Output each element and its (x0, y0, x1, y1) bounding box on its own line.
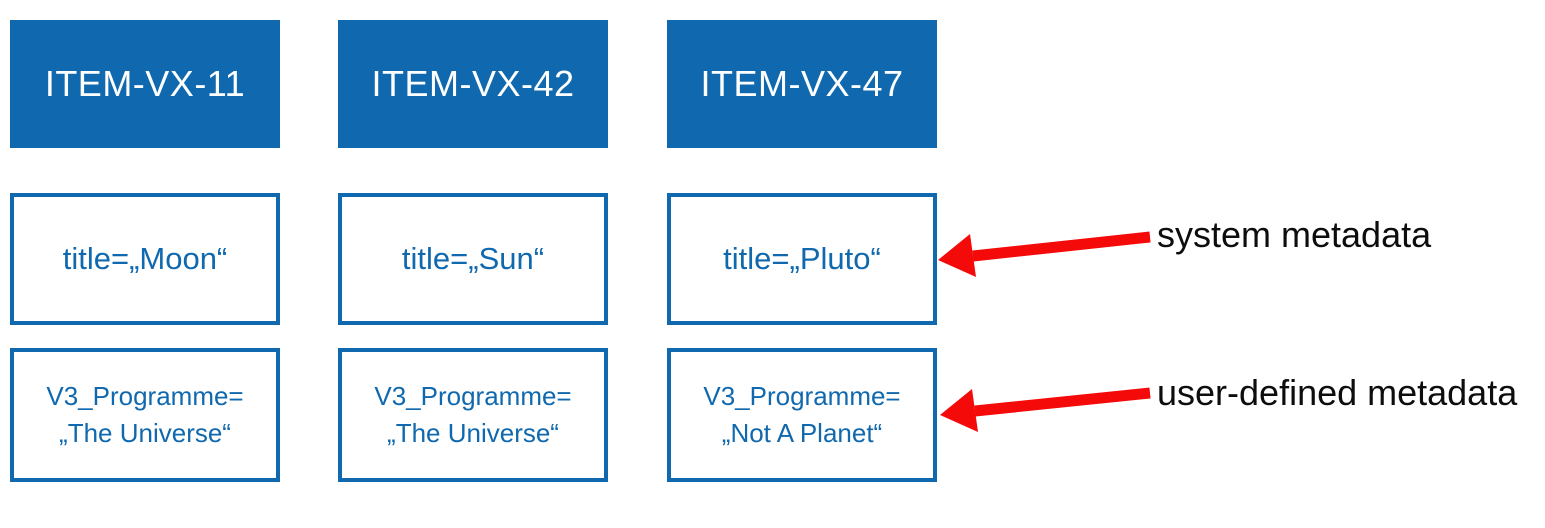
user-metadata-value: „Not A Planet“ (721, 418, 883, 448)
user-metadata-key: V3_Programme= (703, 381, 901, 411)
system-metadata-box: title=„Moon“ (10, 193, 280, 325)
arrow-user-defined-metadata (940, 387, 1151, 432)
item-id-label: ITEM-VX-47 (700, 63, 904, 104)
system-metadata-value: title=„Moon“ (62, 241, 228, 276)
arrow-system-metadata (938, 231, 1151, 277)
item-id-label: ITEM-VX-11 (44, 63, 246, 104)
item-header-box: ITEM-VX-42 (338, 20, 608, 148)
user-metadata-key: V3_Programme= (46, 381, 244, 411)
system-metadata-box: title=„Pluto“ (667, 193, 937, 325)
user-metadata-box: V3_Programme= „The Universe“ (338, 348, 608, 482)
user-metadata-box: V3_Programme= „The Universe“ (10, 348, 280, 482)
system-metadata-value: title=„Pluto“ (723, 241, 881, 276)
user-metadata-key: V3_Programme= (374, 381, 572, 411)
user-metadata-value: „The Universe“ (387, 418, 559, 448)
item-id-label: ITEM-VX-42 (371, 63, 575, 104)
user-metadata-value: „The Universe“ (59, 418, 231, 448)
system-metadata-box: title=„Sun“ (338, 193, 608, 325)
system-metadata-label: system metadata (1157, 214, 1432, 255)
item-header-box: ITEM-VX-11 (10, 20, 280, 148)
user-metadata-box: V3_Programme= „Not A Planet“ (667, 348, 937, 482)
item-header-box: ITEM-VX-47 (667, 20, 937, 148)
system-metadata-value: title=„Sun“ (401, 241, 545, 276)
user-defined-metadata-label: user-defined metadata (1157, 372, 1518, 413)
